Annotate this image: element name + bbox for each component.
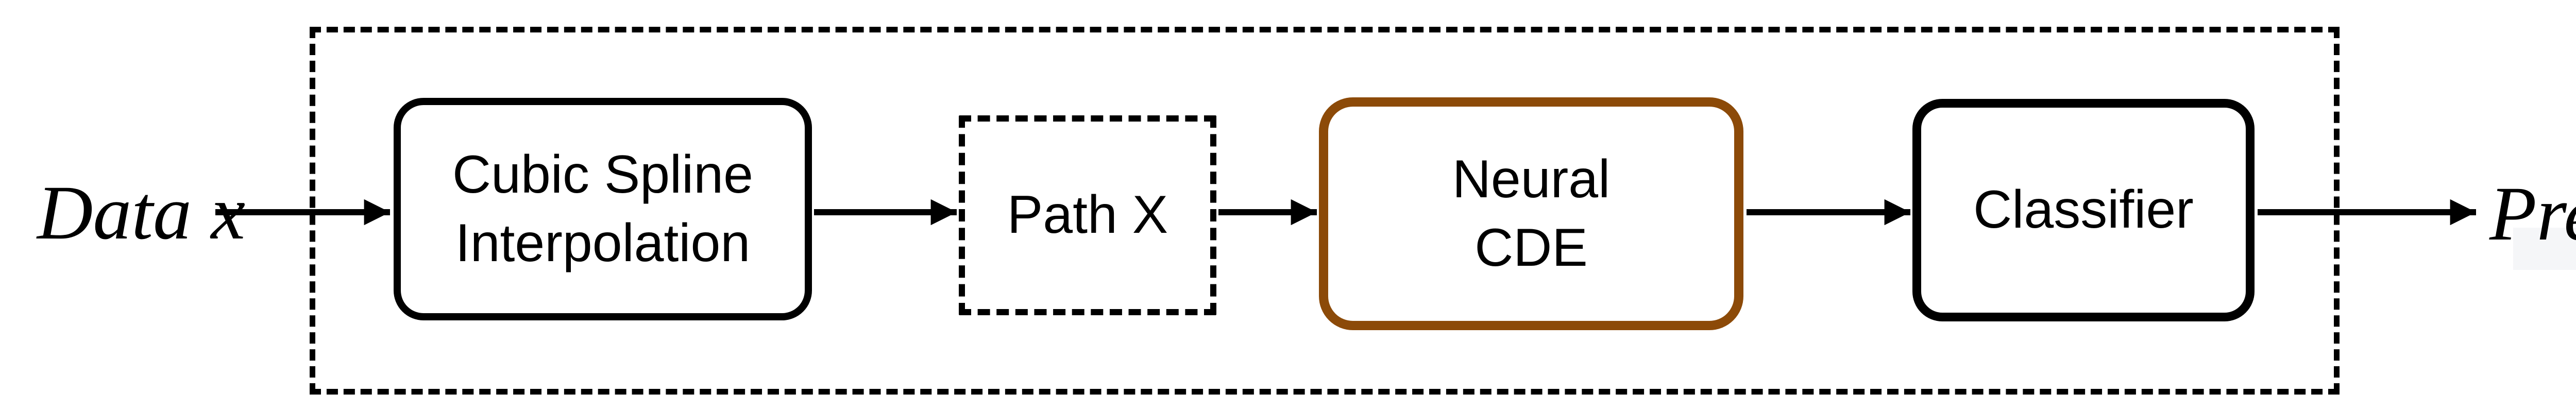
output-label-prediction: Prediction [2489, 171, 2576, 257]
cubic-spline-interpolation-box: Cubic Spline Interpolation [394, 98, 812, 320]
path-x-box: Path X [959, 115, 1216, 315]
neural-cde-label-line1: Neural [1452, 149, 1611, 209]
classifier-label: Classifier [1973, 180, 2194, 240]
neural-cde-box: Neural CDE [1319, 97, 1743, 330]
prediction-highlight [2513, 228, 2576, 270]
path-x-label: Path X [1007, 185, 1168, 245]
classifier-box: Classifier [1912, 99, 2255, 321]
input-label-data-x: Data x [37, 170, 246, 255]
cubic-spline-label-line2: Interpolation [455, 213, 751, 273]
cubic-spline-label-line1: Cubic Spline [452, 144, 753, 204]
neural-cde-label-line2: CDE [1475, 218, 1588, 278]
